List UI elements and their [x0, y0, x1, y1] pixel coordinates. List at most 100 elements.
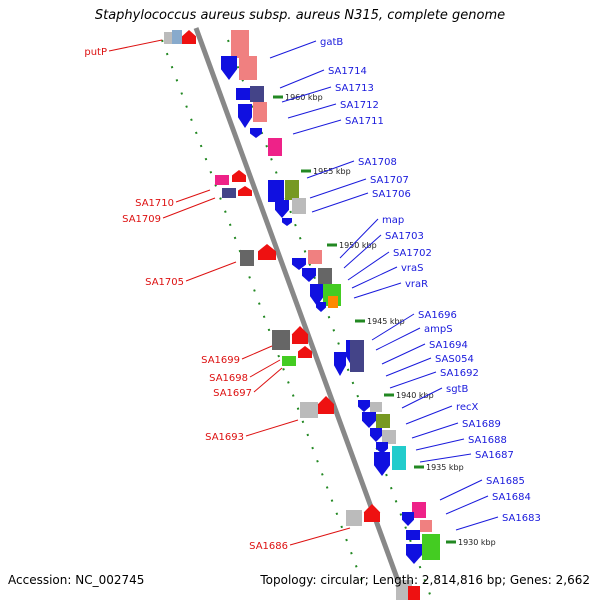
gene-block: [334, 352, 346, 376]
label-leader-line: [185, 261, 237, 282]
gene-label-right: SA1714: [328, 66, 367, 77]
gene-label-left: putP: [84, 47, 107, 58]
scale-tick-label: 1945 kbp: [367, 317, 405, 326]
gene-block: [282, 356, 296, 366]
gene-block: [282, 218, 292, 226]
gene-block: [376, 442, 388, 454]
gene-block: [370, 428, 382, 442]
label-leader-line: [306, 160, 355, 179]
scale-tick-label: 1960 kbp: [285, 93, 323, 102]
label-leader-line: [439, 479, 483, 501]
gene-block: [292, 326, 308, 344]
gene-label-right: SA1713: [335, 83, 374, 94]
gene-block: [358, 400, 370, 412]
gene-label-left: SA1710: [135, 198, 174, 209]
gene-label-right: ampS: [424, 324, 453, 335]
gene-block: [420, 520, 432, 532]
gene-label-right: sgtB: [446, 384, 468, 395]
gene-block: [346, 510, 362, 526]
gene-label-right: SA1688: [468, 435, 507, 446]
gene-block: [236, 88, 250, 100]
scale-tick-label: 1950 kbp: [339, 241, 377, 250]
label-leader-line: [309, 178, 367, 199]
gene-block: [318, 268, 332, 284]
label-leader-line: [249, 359, 281, 378]
gene-block: [318, 396, 334, 414]
gene-label-left: SA1699: [201, 355, 240, 366]
gene-block: [250, 128, 262, 138]
gene-block: [392, 446, 406, 470]
left-track-dots: [161, 39, 366, 591]
gene-block: [412, 502, 426, 518]
label-leader-line: [353, 282, 402, 299]
gene-label-right: vraR: [405, 279, 428, 290]
gene-label-right: SA1707: [370, 175, 409, 186]
label-leader-line: [245, 419, 299, 437]
gene-block: [268, 180, 284, 202]
gene-label-right: SA1696: [418, 310, 457, 321]
gene-label-right: SAS054: [435, 354, 474, 365]
scale-tick-label: 1955 kbp: [313, 167, 351, 176]
gene-block: [292, 258, 306, 270]
label-leader-line: [162, 197, 216, 219]
gene-block: [182, 30, 196, 44]
gene-block: [406, 530, 420, 540]
label-leader-line: [108, 39, 163, 52]
label-leader-line: [175, 189, 211, 203]
gene-label-right: map: [382, 215, 404, 226]
gene-block: [292, 198, 306, 214]
label-leader-line: [343, 234, 382, 269]
gene-block: [258, 244, 276, 260]
gene-block: [406, 544, 422, 564]
gene-block: [268, 138, 282, 156]
label-leader-line: [279, 69, 325, 89]
gene-label-left: SA1697: [213, 388, 252, 399]
label-leader-line: [241, 345, 273, 360]
gene-label-left: SA1693: [205, 432, 244, 443]
gene-label-left: SA1705: [145, 277, 184, 288]
gene-block: [376, 414, 390, 428]
gene-block: [408, 586, 420, 600]
gene-label-right: recX: [456, 402, 479, 413]
gene-label-right: SA1712: [340, 100, 379, 111]
label-leader-line: [375, 327, 421, 351]
gene-label-right: SA1711: [345, 116, 384, 127]
label-leader-line: [253, 367, 283, 393]
gene-label-left: SA1709: [122, 214, 161, 225]
gene-block: [364, 504, 380, 522]
label-leader-line: [371, 313, 415, 341]
genome-backbone: [193, 27, 408, 601]
gene-label-right: SA1703: [385, 231, 424, 242]
gene-block: [222, 188, 236, 198]
label-leader-line: [269, 40, 317, 59]
gene-label-right: SA1684: [492, 492, 531, 503]
gene-block: [238, 104, 252, 128]
gene-block: [238, 186, 252, 196]
gene-block: [402, 512, 414, 526]
gene-block: [215, 175, 229, 185]
gene-label-right: SA1683: [502, 513, 541, 524]
gene-label-right: SA1689: [462, 419, 501, 430]
gene-block: [300, 402, 318, 418]
gene-label-left: SA1686: [249, 541, 288, 552]
gene-block: [221, 56, 237, 80]
gene-block: [164, 32, 174, 44]
gene-label-left: SA1698: [209, 373, 248, 384]
label-leader-line: [415, 438, 465, 451]
gene-label-right: SA1702: [393, 248, 432, 259]
gene-block: [370, 402, 382, 412]
label-leader-line: [405, 405, 453, 425]
label-leader-line: [289, 527, 351, 546]
gene-label-right: vraS: [401, 263, 424, 274]
gene-block: [240, 250, 254, 266]
gene-block: [316, 302, 326, 312]
label-leader-line: [287, 103, 337, 119]
label-leader-line: [311, 192, 369, 213]
label-leader-line: [339, 218, 379, 259]
gene-label-right: SA1685: [486, 476, 525, 487]
gene-label-right: SA1692: [440, 368, 479, 379]
label-leader-line: [292, 119, 342, 135]
gene-block: [285, 180, 299, 200]
label-leader-line: [389, 371, 437, 389]
